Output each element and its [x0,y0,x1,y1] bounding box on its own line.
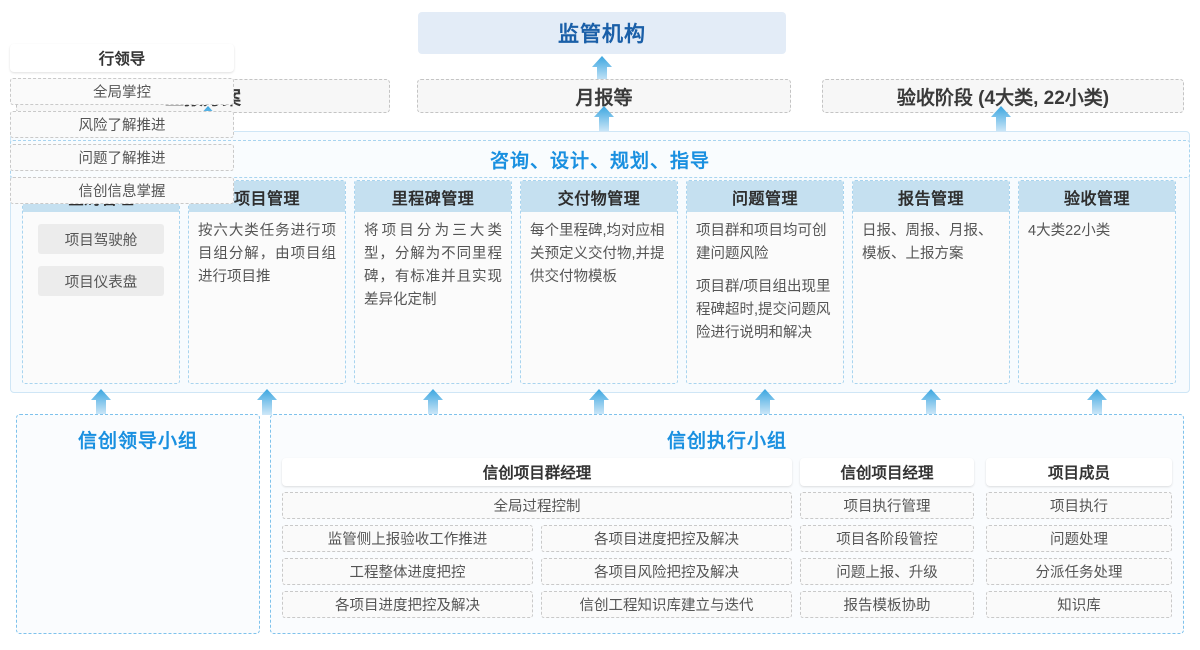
mgmt-column-title: 里程碑管理 [355,181,511,212]
task-item: 项目各阶段管控 [800,525,974,552]
mgmt-paragraph: 按六大类任务进行项目组分解，由项目组进行项目推 [198,223,336,285]
mgmt-paragraph: 项目群/项目组出现里程碑超时,提交问题风险进行说明和解决 [696,279,831,341]
execution-group-title: 信创执行小组 [666,431,787,452]
task-row: 工程整体进度把控 各项目风险把控及解决 [282,552,792,585]
mgmt-paragraph: 将项目分为三大类型，分解为不同里程碑，有标准并且实现差异化定制 [364,223,502,308]
arrow-up-to-mgmt-report [920,389,942,415]
task-item: 信创信息掌握 [10,177,234,204]
arrow-up-to-mgmt-milestone [422,389,444,415]
mgmt-paragraph: 日报、周报、月报、模板、上报方案 [862,223,993,262]
mgmt-column-report: 报告管理 日报、周报、月报、模板、上报方案 [852,180,1010,384]
arrow-up-to-regulator [591,56,613,82]
role-header-program-manager: 信创项目群经理 [282,458,792,486]
task-row: 各项目进度把控及解决 信创工程知识库建立与迭代 [282,585,792,618]
leading-group-panel: 信创领导小组 [16,414,260,634]
report-label: 验收阶段 (4大类, 22小类) [896,87,1110,109]
mgmt-pill: 项目仪表盘 [38,266,164,296]
consulting-services-label: 咨询、设计、规划、指导 [489,151,710,172]
task-item: 项目执行 [986,492,1172,519]
task-item: 工程整体进度把控 [282,558,533,585]
mgmt-column-body: 4大类22小类 [1019,212,1175,243]
task-item: 监管侧上报验收工作推进 [282,525,533,552]
mgmt-column-deliverable: 交付物管理 每个里程碑,均对应相关预定义交付物,并提供交付物模板 [520,180,678,384]
regulator-box: 监管机构 [418,12,786,54]
leading-group-content: 行领导 全局掌控 风险了解推进 问题了解推进 信创信息掌握 [10,44,234,204]
arrow-up-to-mgmt-global [90,389,112,415]
mgmt-paragraph: 项目群和项目均可创建问题风险 [696,223,827,262]
mgmt-pill: 项目驾驶舱 [38,224,164,254]
task-item: 信创工程知识库建立与迭代 [541,591,792,618]
mgmt-paragraph: 每个里程碑,均对应相关预定义交付物,并提供交付物模板 [530,223,665,285]
mgmt-column-title: 交付物管理 [521,181,677,212]
project-manager-block: 信创项目经理 项目执行管理 项目各阶段管控 问题上报、升级 报告模板协助 [800,458,974,618]
mgmt-paragraph: 4大类22小类 [1028,223,1111,239]
role-header-bank-leader: 行领导 [10,44,234,72]
arrow-up-to-mgmt-project [256,389,278,415]
task-item: 项目执行管理 [800,492,974,519]
role-header-project-manager: 信创项目经理 [800,458,974,486]
mgmt-column-global: 全局管理 项目驾驶舱 项目仪表盘 [22,180,180,384]
task-item: 问题了解推进 [10,144,234,171]
task-item: 分派任务处理 [986,558,1172,585]
mgmt-column-title: 验收管理 [1019,181,1175,212]
mgmt-column-title: 问题管理 [687,181,843,212]
mgmt-column-body: 日报、周报、月报、模板、上报方案 [853,212,1009,266]
report-label: 月报等 [575,87,633,109]
mgmt-column-acceptance: 验收管理 4大类22小类 [1018,180,1176,384]
mgmt-column-body: 每个里程碑,均对应相关预定义交付物,并提供交付物模板 [521,212,677,289]
task-item: 报告模板协助 [800,591,974,618]
mgmt-column-project: 项目管理 按六大类任务进行项目组分解，由项目组进行项目推 [188,180,346,384]
mgmt-column-issue: 问题管理 项目群和项目均可创建问题风险 项目群/项目组出现里程碑超时,提交问题风… [686,180,844,384]
arrow-up-to-mgmt-acceptance [1086,389,1108,415]
arrow-up-to-report-monthly [593,106,615,132]
mgmt-column-body: 项目群和项目均可创建问题风险 项目群/项目组出现里程碑超时,提交问题风险进行说明… [687,212,843,345]
task-item: 全局过程控制 [282,492,792,519]
task-row: 监管侧上报验收工作推进 各项目进度把控及解决 [282,519,792,552]
task-item: 风险了解推进 [10,111,234,138]
arrow-up-to-report-acceptance [990,106,1012,132]
mgmt-column-body: 按六大类任务进行项目组分解，由项目组进行项目推 [189,212,345,289]
report-box-monthly: 月报等 [417,79,791,113]
mgmt-column-title: 报告管理 [853,181,1009,212]
arrow-up-to-mgmt-issue [754,389,776,415]
task-item: 各项目进度把控及解决 [282,591,533,618]
program-manager-block: 信创项目群经理 全局过程控制 监管侧上报验收工作推进 各项目进度把控及解决 工程… [282,458,792,618]
leading-group-title: 信创领导小组 [77,431,198,452]
task-item: 问题上报、升级 [800,558,974,585]
task-item: 全局掌控 [10,78,234,105]
mgmt-column-body: 项目驾驶舱 项目仪表盘 [23,212,179,296]
task-item: 各项目进度把控及解决 [541,525,792,552]
mgmt-column-body: 将项目分为三大类型，分解为不同里程碑，有标准并且实现差异化定制 [355,212,511,312]
arrow-up-to-mgmt-deliverable [588,389,610,415]
task-item: 各项目风险把控及解决 [541,558,792,585]
project-member-block: 项目成员 项目执行 问题处理 分派任务处理 知识库 [986,458,1172,618]
regulator-label: 监管机构 [558,23,646,46]
role-header-project-member: 项目成员 [986,458,1172,486]
mgmt-column-milestone: 里程碑管理 将项目分为三大类型，分解为不同里程碑，有标准并且实现差异化定制 [354,180,512,384]
task-item: 问题处理 [986,525,1172,552]
task-item: 知识库 [986,591,1172,618]
